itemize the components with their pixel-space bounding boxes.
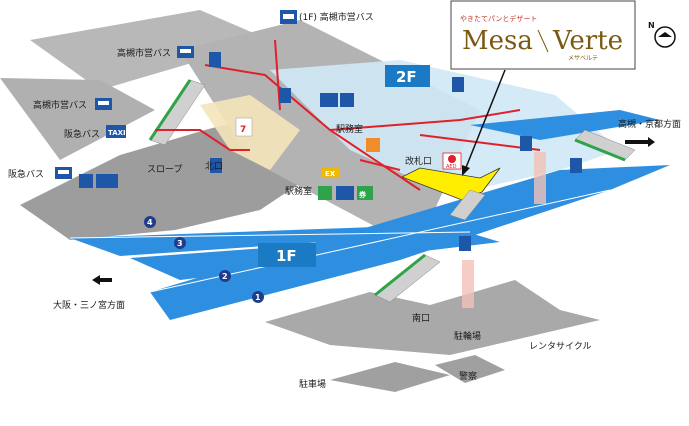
platform-4: 4 [144, 216, 156, 228]
label-police: 警察 [459, 370, 477, 382]
elevator-shaft-2 [462, 260, 474, 308]
elevator-icon-3 [452, 77, 464, 92]
wheelchair-icon-2f [340, 93, 354, 107]
svg-text:メサベルテ: メサベルテ [568, 55, 598, 62]
floor-badge-1f: 1F [258, 243, 316, 267]
mesa-verte-logo: やきたてパンとデザート Mesa Verte メサベルテ [450, 0, 636, 70]
label-city-bus-2: 高槻市営バス [33, 99, 87, 111]
elevator-icon-4 [520, 136, 532, 151]
elevator-icon-1 [209, 52, 221, 67]
ticket-machines: EX 券 [318, 168, 373, 200]
toilet-icon [96, 174, 118, 188]
label-to-kyoto: 高槻・京都方面 [618, 118, 681, 130]
logo-pointer [464, 69, 506, 171]
svg-text:7: 7 [240, 125, 246, 135]
arrow-osaka [92, 275, 112, 285]
platform-2: 2 [219, 270, 231, 282]
accessible-route [155, 39, 541, 191]
svg-text:EX: EX [325, 170, 336, 178]
platform-1: 1 [252, 291, 264, 303]
elevator-icon-6 [459, 236, 471, 251]
label-bus-1f-top: (1F) 高槻市営バス [299, 11, 374, 23]
svg-text:4: 4 [147, 218, 153, 227]
taxi-label: TAXI [108, 129, 126, 137]
aed-sign: AED [442, 152, 462, 170]
compass-icon: N [648, 21, 676, 48]
stairs-east [574, 129, 636, 162]
elevator-icon-2 [279, 88, 291, 103]
police-area [435, 355, 505, 383]
stairs-center [449, 189, 486, 221]
parking-lot [330, 362, 450, 392]
floor-badge-2f: 2F [385, 65, 430, 87]
arrow-kyoto [625, 137, 655, 147]
label-hankyu-bus-1: 阪急バス [64, 128, 100, 140]
svg-text:AED: AED [446, 164, 457, 170]
label-north-exit: 北口 [205, 161, 223, 172]
taxi-sign: TAXI [106, 125, 126, 138]
svg-text:Verte: Verte [552, 26, 623, 56]
stairs-south [374, 253, 441, 303]
label-bicycle-parking: 駐輪場 [454, 330, 481, 342]
label-city-bus-1: 高槻市営バス [117, 47, 171, 59]
elevator-shaft-1 [534, 152, 546, 204]
svg-text:N: N [648, 21, 655, 30]
west-bus-area [0, 78, 155, 160]
track-upper [470, 110, 660, 140]
bus-sign-2 [95, 98, 112, 110]
elevator-icon-7 [570, 158, 582, 173]
north-bus-terminal [30, 10, 270, 90]
svg-text:Mesa: Mesa [462, 26, 533, 56]
svg-text:1: 1 [255, 293, 261, 302]
bus-sign-top [280, 10, 297, 24]
label-slope: スロープ [147, 164, 182, 175]
platform-3: 3 [174, 237, 186, 249]
label-hankyu-bus-2: 阪急バス [8, 168, 44, 180]
bus-sign-3 [55, 167, 72, 179]
svg-text:やきたてパンとデザート: やきたてパンとデザート [460, 14, 537, 23]
label-parking: 駐車場 [299, 378, 326, 390]
bus-sign-1 [177, 46, 194, 58]
convenience-store: 7 [235, 117, 253, 137]
label-rental-cycle: レンタサイクル [529, 341, 592, 352]
label-to-osaka: 大阪・三ノ宮方面 [53, 299, 125, 311]
toilet-icon-2f [320, 93, 338, 107]
wheelchair-icon [79, 174, 93, 188]
svg-text:1F: 1F [276, 247, 297, 265]
svg-text:券: 券 [358, 190, 367, 199]
svg-text:2F: 2F [396, 68, 417, 86]
floor-2f-concourse [270, 60, 620, 195]
label-south-exit: 南口 [412, 312, 430, 324]
svg-text:2: 2 [222, 272, 228, 281]
south-plaza [265, 280, 600, 355]
label-station-office-1f: 駅務室 [285, 185, 312, 197]
label-ticket-gate: 改札口 [405, 155, 432, 167]
label-station-office-2f: 駅務室 [336, 123, 363, 135]
elevator-icon-5 [210, 158, 222, 173]
shop-icon [366, 138, 380, 152]
svg-text:3: 3 [177, 239, 183, 248]
